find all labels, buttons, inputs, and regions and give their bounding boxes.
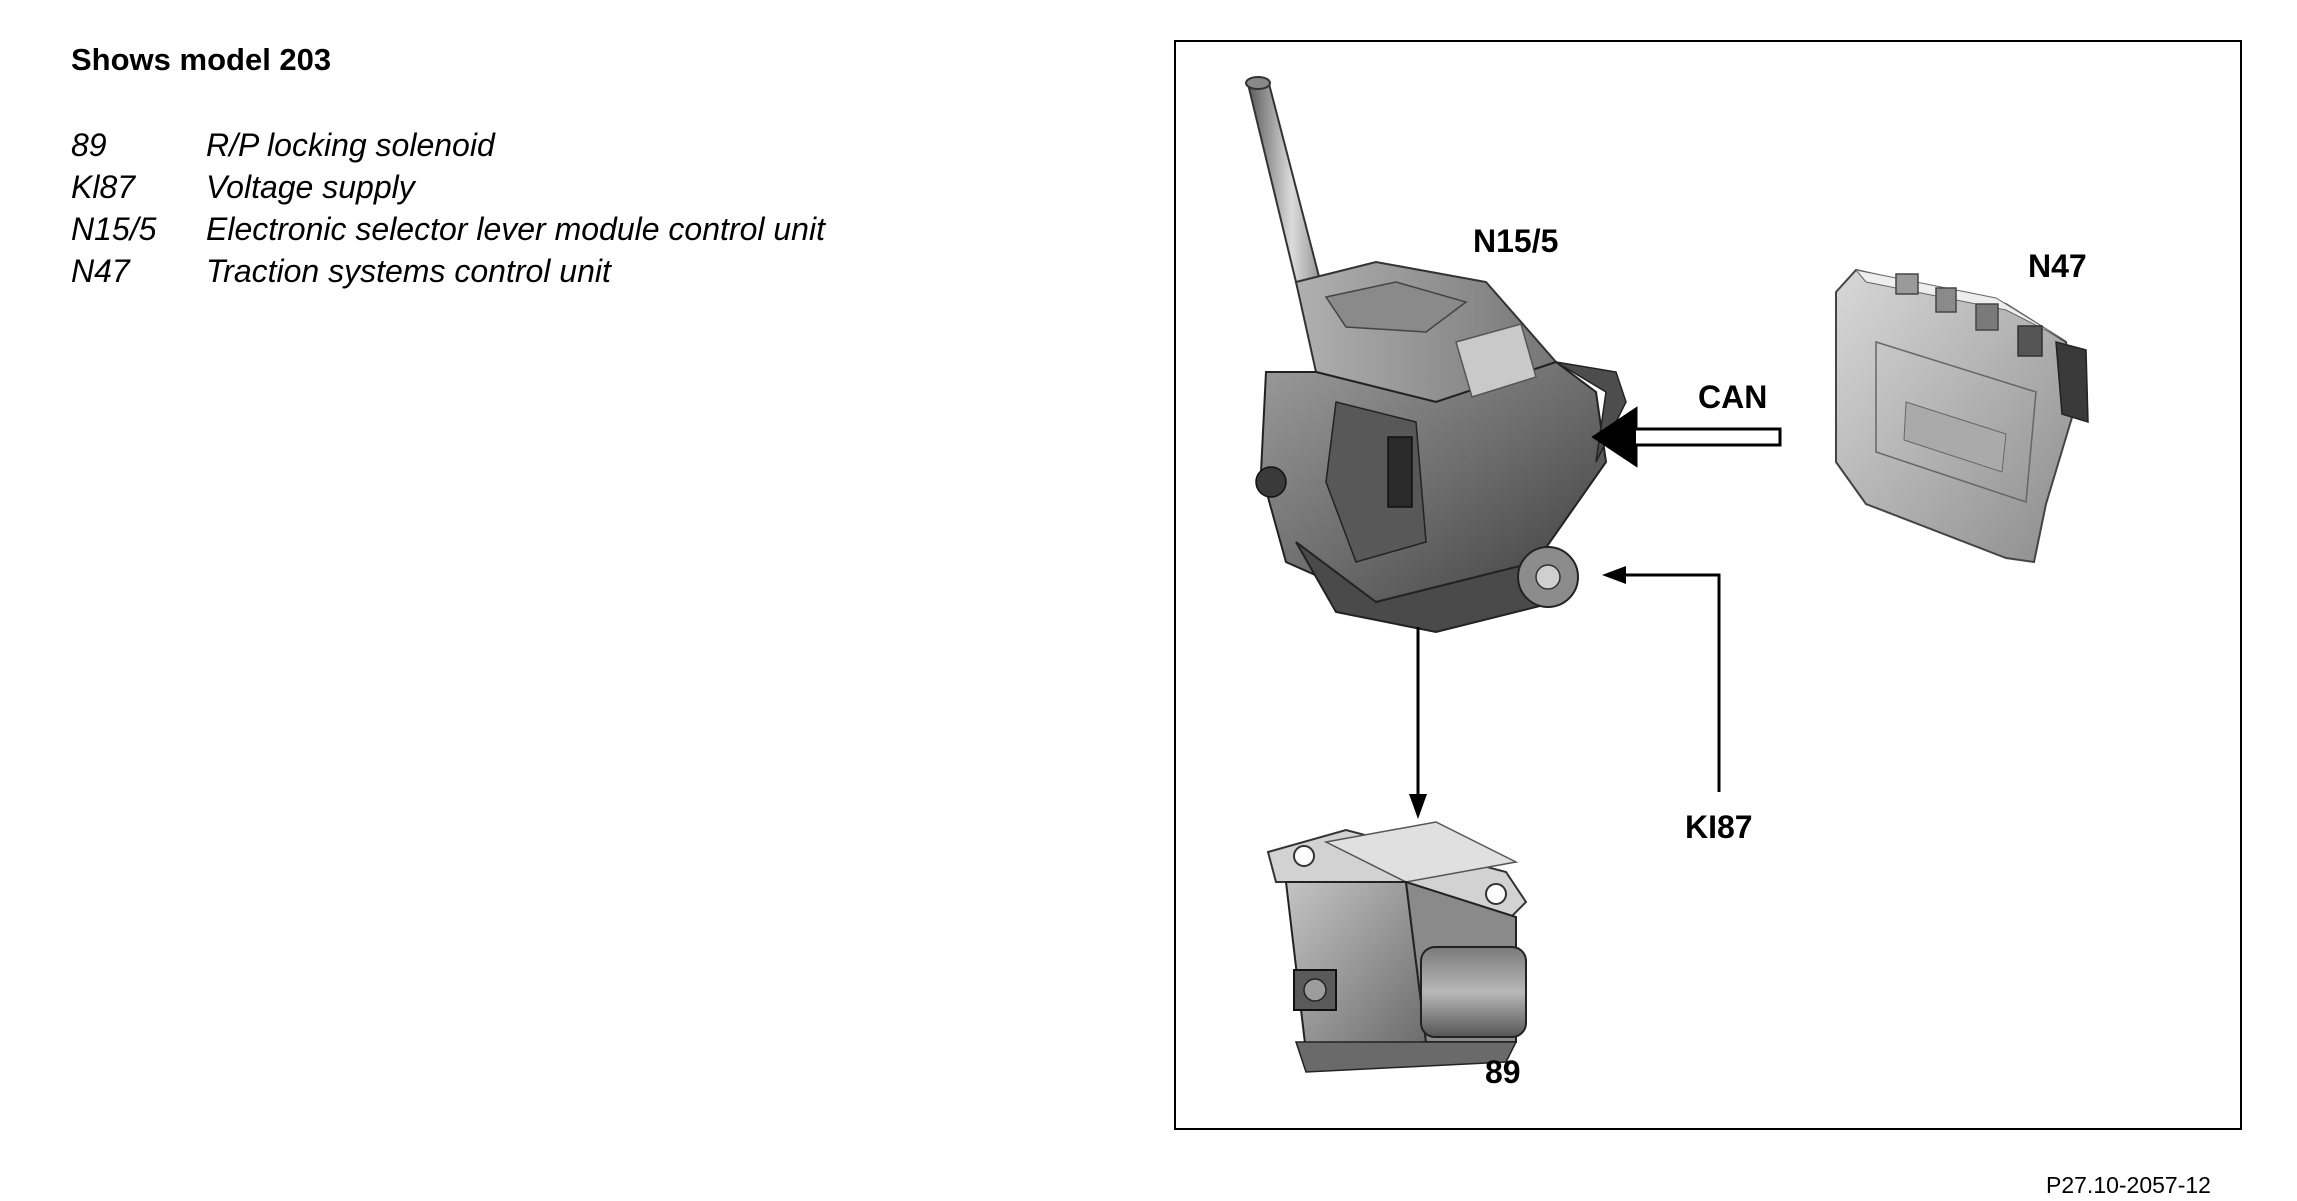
label-solenoid: 89 — [1485, 1054, 1521, 1090]
legend-description: Traction systems control unit — [206, 253, 611, 289]
legend-code: 89 — [71, 127, 107, 163]
legend-row: 89 R/P locking solenoid — [71, 124, 825, 166]
label-voltage-supply: KI87 — [1685, 809, 1753, 845]
legend-row: Kl87 Voltage supply — [71, 166, 825, 208]
component-legend: 89 R/P locking solenoid Kl87 Voltage sup… — [71, 124, 825, 292]
legend-code: Kl87 — [71, 169, 136, 205]
locking-solenoid-image — [1266, 821, 1528, 1073]
legend-description: Voltage supply — [206, 169, 415, 205]
legend-row: N15/5 Electronic selector lever module c… — [71, 208, 825, 250]
legend-row: N47 Traction systems control unit — [71, 250, 825, 292]
traction-control-unit-image — [1835, 268, 2089, 564]
label-traction-unit: N47 — [2028, 248, 2087, 284]
label-can-bus: CAN — [1698, 379, 1767, 415]
label-selector-module: N15/5 — [1473, 223, 1558, 259]
diagram-frame: N15/5 N47 CAN KI87 89 — [1174, 40, 2242, 1130]
legend-code: N15/5 — [71, 211, 157, 247]
legend-code: N47 — [71, 253, 130, 289]
selector-lever-module-image — [1245, 76, 1627, 634]
voltage-supply-arrow — [1602, 566, 1721, 792]
legend-description: R/P locking solenoid — [206, 127, 495, 163]
system-diagram: N15/5 N47 CAN KI87 89 — [1245, 76, 2089, 1090]
can-bus-arrow — [1591, 406, 1782, 468]
figure-code: P27.10-2057-12 — [2046, 1172, 2211, 1198]
solenoid-control-arrow — [1409, 627, 1427, 819]
legend-description: Electronic selector lever module control… — [206, 211, 825, 247]
page-title: Shows model 203 — [71, 42, 332, 77]
